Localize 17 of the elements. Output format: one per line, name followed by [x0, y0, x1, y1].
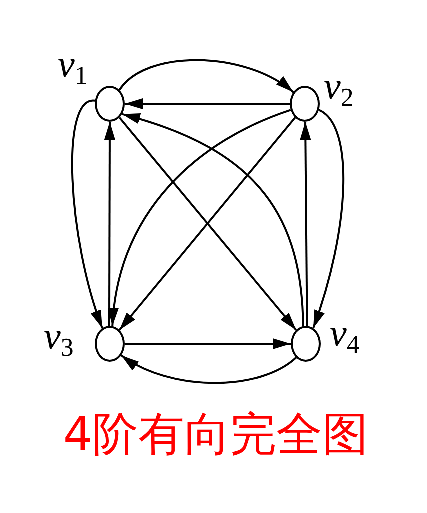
vertex-circle: [95, 326, 125, 362]
arrow: [72, 100, 104, 329]
vertex-label: v$_{2}$: [323, 65, 355, 113]
caption: 4阶有向完全图: [63, 406, 369, 463]
arrow: [120, 354, 297, 384]
vertex-label: v$_{1}$: [57, 43, 89, 91]
arrow: [312, 109, 344, 329]
vertex-circle: [291, 326, 321, 362]
arrow: [118, 59, 294, 94]
arrow: [125, 338, 291, 350]
arrow: [300, 122, 312, 326]
arrow: [104, 122, 116, 326]
vertex-circle: [95, 86, 125, 122]
vertex-circle: [290, 86, 320, 122]
vertex-label: v$_{3}$: [43, 315, 75, 363]
vertex-label: v$_{4}$: [329, 312, 361, 360]
arrow: [125, 98, 290, 110]
